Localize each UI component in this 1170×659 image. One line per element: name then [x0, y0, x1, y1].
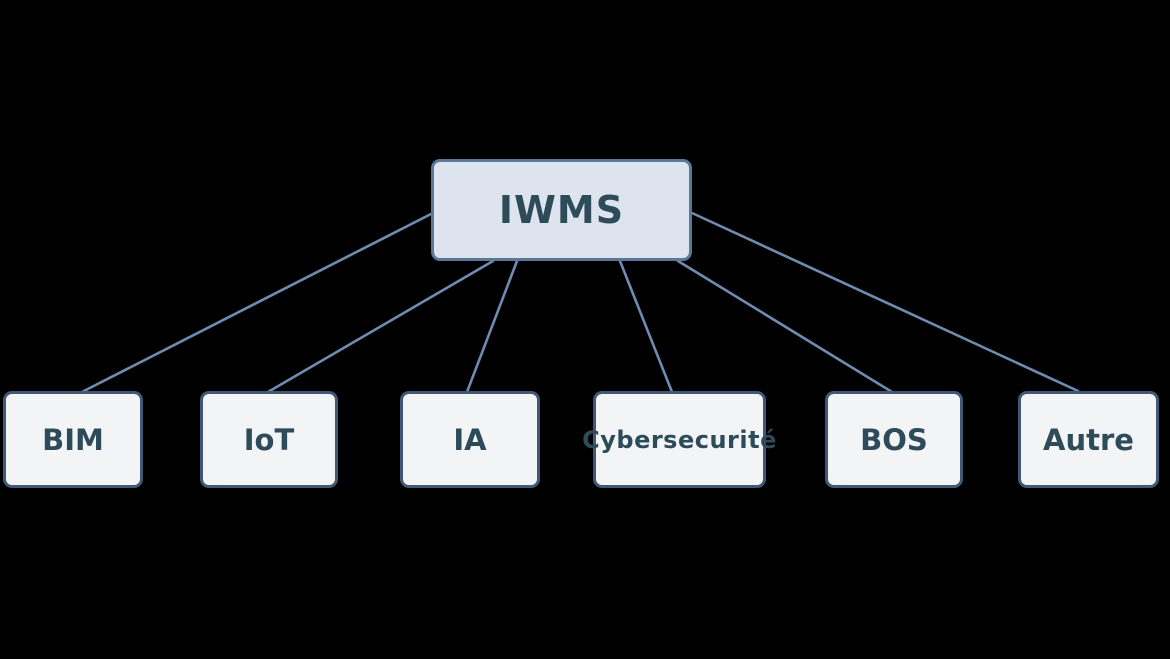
node-ia: IA [400, 391, 540, 488]
connector-root-bim [78, 212, 433, 395]
node-bos: BOS [825, 391, 963, 488]
connector-root-cyber [618, 259, 674, 394]
node-ia-label: IA [453, 422, 487, 457]
node-autre-label: Autre [1043, 422, 1134, 457]
connector-root-bos [676, 259, 894, 394]
node-cybersecurite: Cybersecurité [582, 391, 776, 488]
node-bim-label: BIM [42, 422, 104, 457]
node-iwms: IWMS [431, 159, 692, 261]
node-autre: Autre [1018, 391, 1159, 488]
connector-root-iot [266, 259, 495, 394]
connector-root-ia [465, 259, 519, 394]
node-bim: BIM [3, 391, 143, 488]
node-cybersecurite-label: Cybersecurité [582, 425, 777, 454]
node-iwms-label: IWMS [498, 188, 625, 232]
connector-root-autre [690, 211, 1080, 393]
node-bos-label: BOS [860, 422, 928, 457]
node-iot-label: IoT [243, 422, 295, 457]
node-iot: IoT [200, 391, 338, 488]
